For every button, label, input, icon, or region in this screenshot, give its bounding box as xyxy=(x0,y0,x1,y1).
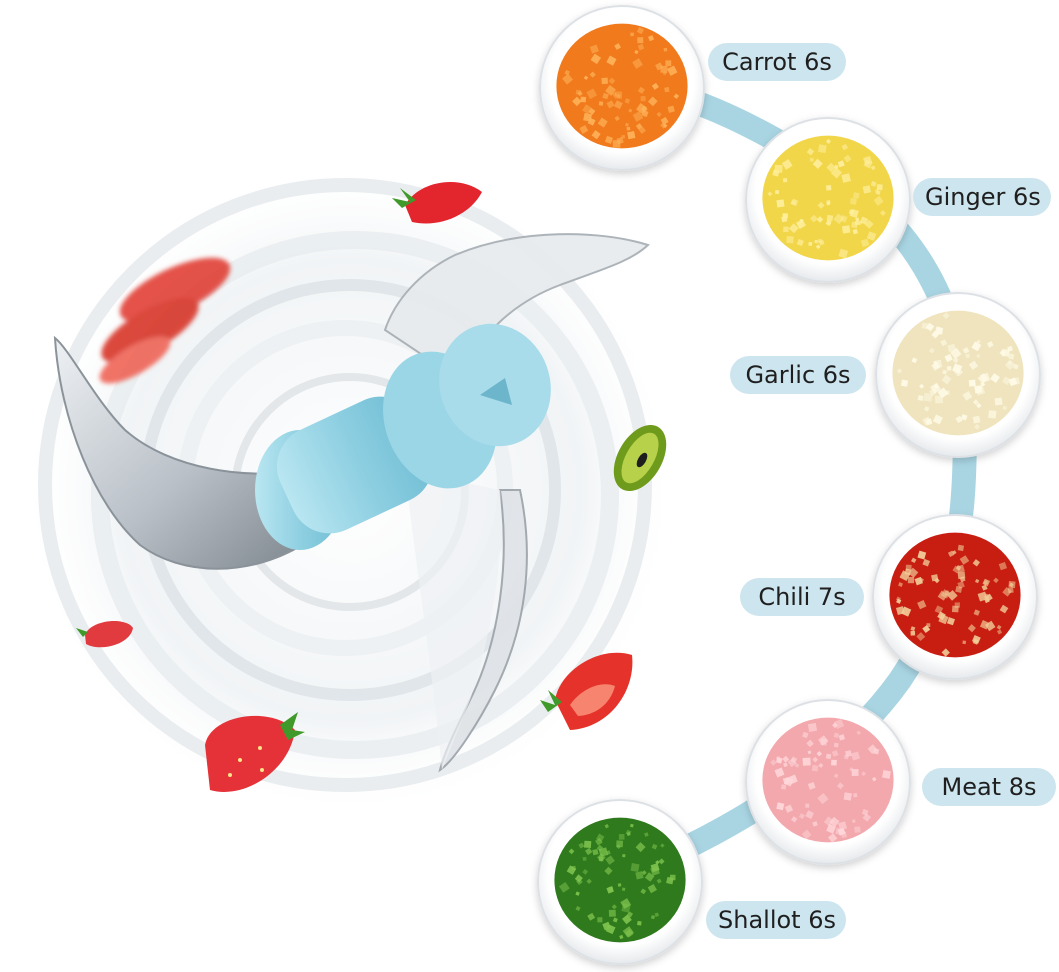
label-carrot: Carrot 6s xyxy=(708,43,846,81)
tomato-icon xyxy=(540,652,633,730)
chopped-meat xyxy=(762,717,894,843)
bowl-shallot xyxy=(537,799,703,965)
tomato-icon xyxy=(99,257,231,384)
bowl-ginger xyxy=(745,117,911,283)
strawberry-icon xyxy=(205,712,305,792)
label-shallot: Shallot 6s xyxy=(706,901,846,939)
label-ginger: Ginger 6s xyxy=(913,178,1051,216)
chopped-carrot xyxy=(556,23,688,149)
label-meat: Meat 8s xyxy=(922,768,1056,806)
chopper-blade-icon xyxy=(53,233,650,773)
strawberry-icon xyxy=(76,620,133,648)
label-garlic: Garlic 6s xyxy=(730,356,866,394)
flying-fruit xyxy=(76,182,667,792)
bowl-chili xyxy=(872,514,1038,680)
chopped-ginger xyxy=(762,135,894,261)
bowl-garlic xyxy=(875,292,1041,458)
chopped-shallot xyxy=(554,817,686,943)
bowl-meat xyxy=(745,699,911,865)
kiwi-icon xyxy=(613,424,667,492)
bowl-carrot xyxy=(539,5,705,171)
food-bowls xyxy=(537,5,1041,965)
label-chili: Chili 7s xyxy=(740,578,864,616)
strawberry-icon xyxy=(392,182,482,224)
